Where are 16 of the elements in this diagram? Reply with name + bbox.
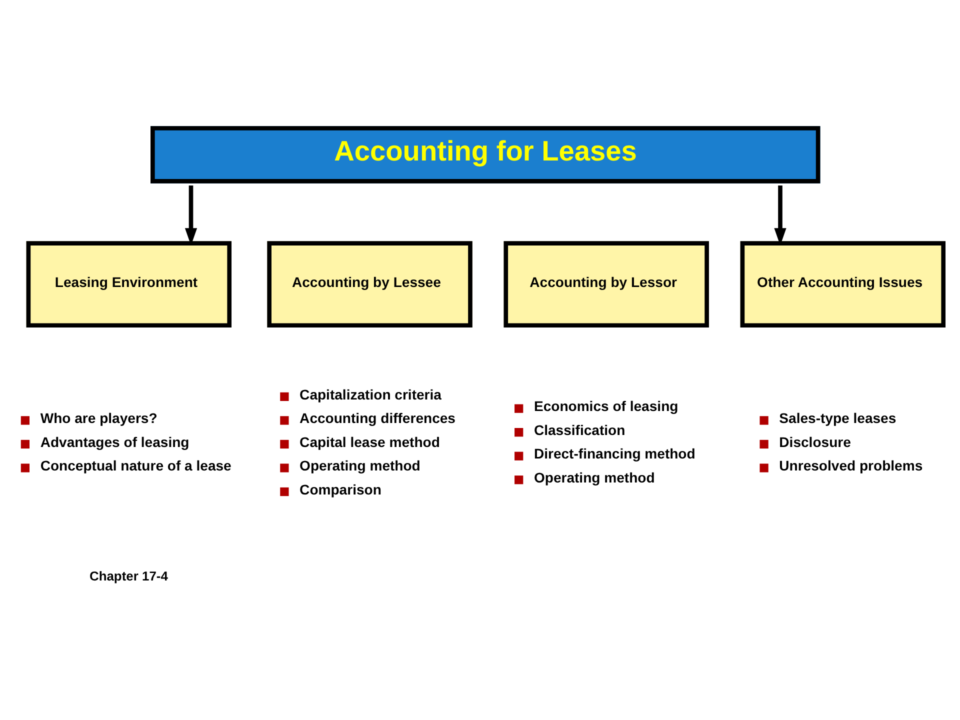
node-label: Conceptual nature of a lease (40, 457, 231, 474)
label: Chapter 17-4 (88, 568, 168, 583)
node-label: Unresolved problems (778, 457, 922, 474)
node-label: Accounting differences (299, 410, 456, 426)
node-label: Disclosure (778, 433, 850, 450)
node-label: Capitalization criteria (299, 386, 441, 402)
node-label: Classification (533, 421, 625, 438)
node-label: Advantages of leasing (40, 433, 189, 450)
node-label: Comparison (299, 480, 381, 497)
node-label: Sales-type leases (778, 410, 896, 426)
node-label: Operating method (299, 457, 420, 474)
node-label: Who are players? (40, 410, 157, 426)
node-label: Operating method (533, 468, 654, 485)
node-label: Economics of leasing (533, 398, 678, 414)
node-label: Capital lease method (299, 433, 440, 450)
node-label: Direct-financing method (533, 445, 695, 462)
